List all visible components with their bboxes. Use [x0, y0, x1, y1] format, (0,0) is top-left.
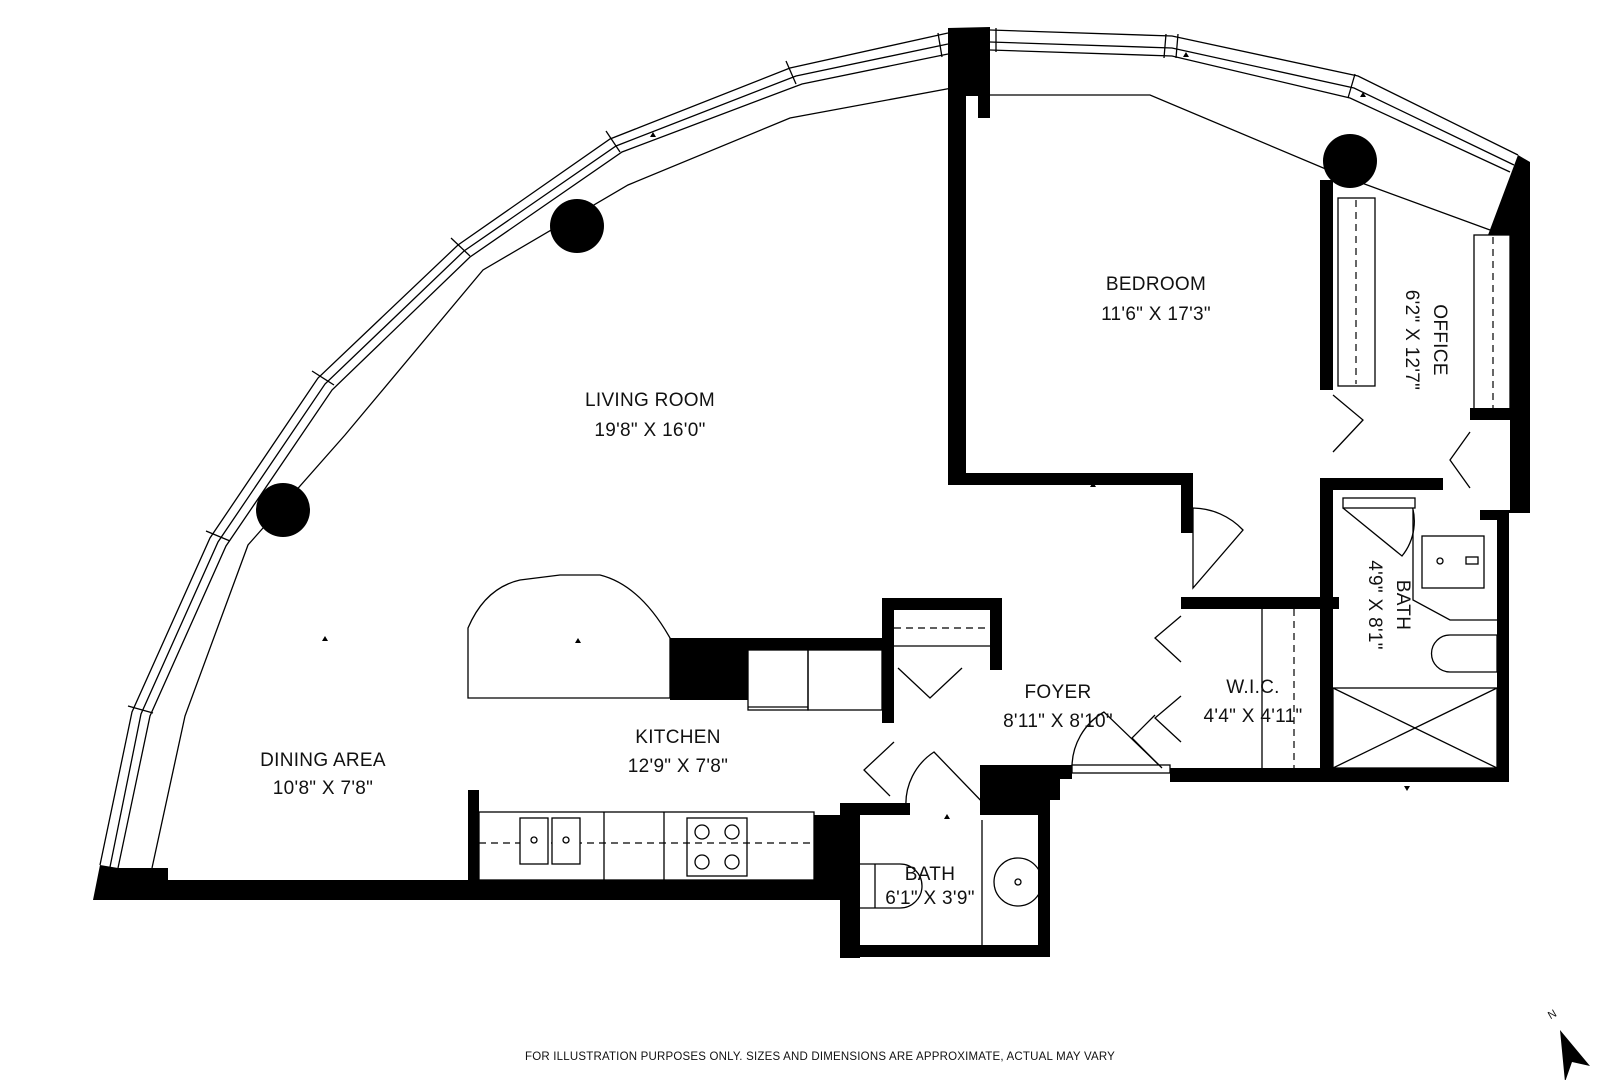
room-name: W.I.C. [1226, 677, 1280, 698]
room-dims: 8'11" X 8'10" [1003, 711, 1113, 732]
room-dims: 11'6" X 17'3" [1101, 304, 1211, 325]
room-name: BATH [1392, 580, 1413, 630]
disclaimer-text: FOR ILLUSTRATION PURPOSES ONLY. SIZES AN… [525, 1051, 1115, 1063]
walls [93, 27, 1530, 958]
window-wall [99, 28, 1519, 869]
room-living: LIVING ROOM 19'8" X 16'0" [585, 390, 715, 441]
north-label: N [1546, 1008, 1559, 1022]
pantry-closet [894, 627, 990, 699]
room-name: BEDROOM [1106, 274, 1206, 295]
room-dims: 4'4" X 4'11" [1204, 706, 1303, 727]
room-name: BATH [905, 864, 955, 885]
room-name: DINING AREA [260, 750, 386, 771]
room-guest-bath: BATH 6'1" X 3'9" [885, 864, 975, 909]
room-dims: 12'9" X 7'8" [628, 756, 728, 777]
room-dims: 6'2" X 12'7" [1401, 290, 1422, 390]
doors [863, 394, 1471, 809]
room-master-bath: BATH 4'9" X 8'1" [1364, 560, 1413, 650]
markers [318, 52, 1410, 892]
master-bath-fixtures [1332, 510, 1498, 769]
room-office: OFFICE 6'2" X 12'7" [1401, 290, 1450, 390]
office-closets [1337, 197, 1511, 411]
room-dims: 6'1" X 3'9" [885, 888, 975, 909]
room-name: FOYER [1025, 682, 1092, 703]
kitchen-counter-bottom [478, 811, 815, 881]
kitchen-island [467, 574, 671, 699]
room-dims: 19'8" X 16'0" [594, 420, 705, 441]
room-name: KITCHEN [635, 727, 721, 748]
room-name: OFFICE [1429, 304, 1450, 375]
wic-rod [1261, 609, 1295, 768]
guest-bath-fixtures [860, 820, 1043, 945]
room-kitchen: KITCHEN 12'9" X 7'8" [628, 727, 728, 777]
room-name: LIVING ROOM [585, 390, 715, 411]
room-bedroom: BEDROOM 11'6" X 17'3" [1101, 274, 1211, 325]
room-dims: 10'8" X 7'8" [273, 778, 373, 799]
kitchen-counter-top [747, 649, 883, 711]
north-arrow-icon: N [1546, 1008, 1590, 1080]
room-dims: 4'9" X 8'1" [1364, 560, 1385, 650]
room-foyer: FOYER 8'11" X 8'10" [1003, 682, 1113, 732]
room-wic: W.I.C. 4'4" X 4'11" [1204, 677, 1303, 727]
room-dining: DINING AREA 10'8" X 7'8" [260, 750, 386, 799]
